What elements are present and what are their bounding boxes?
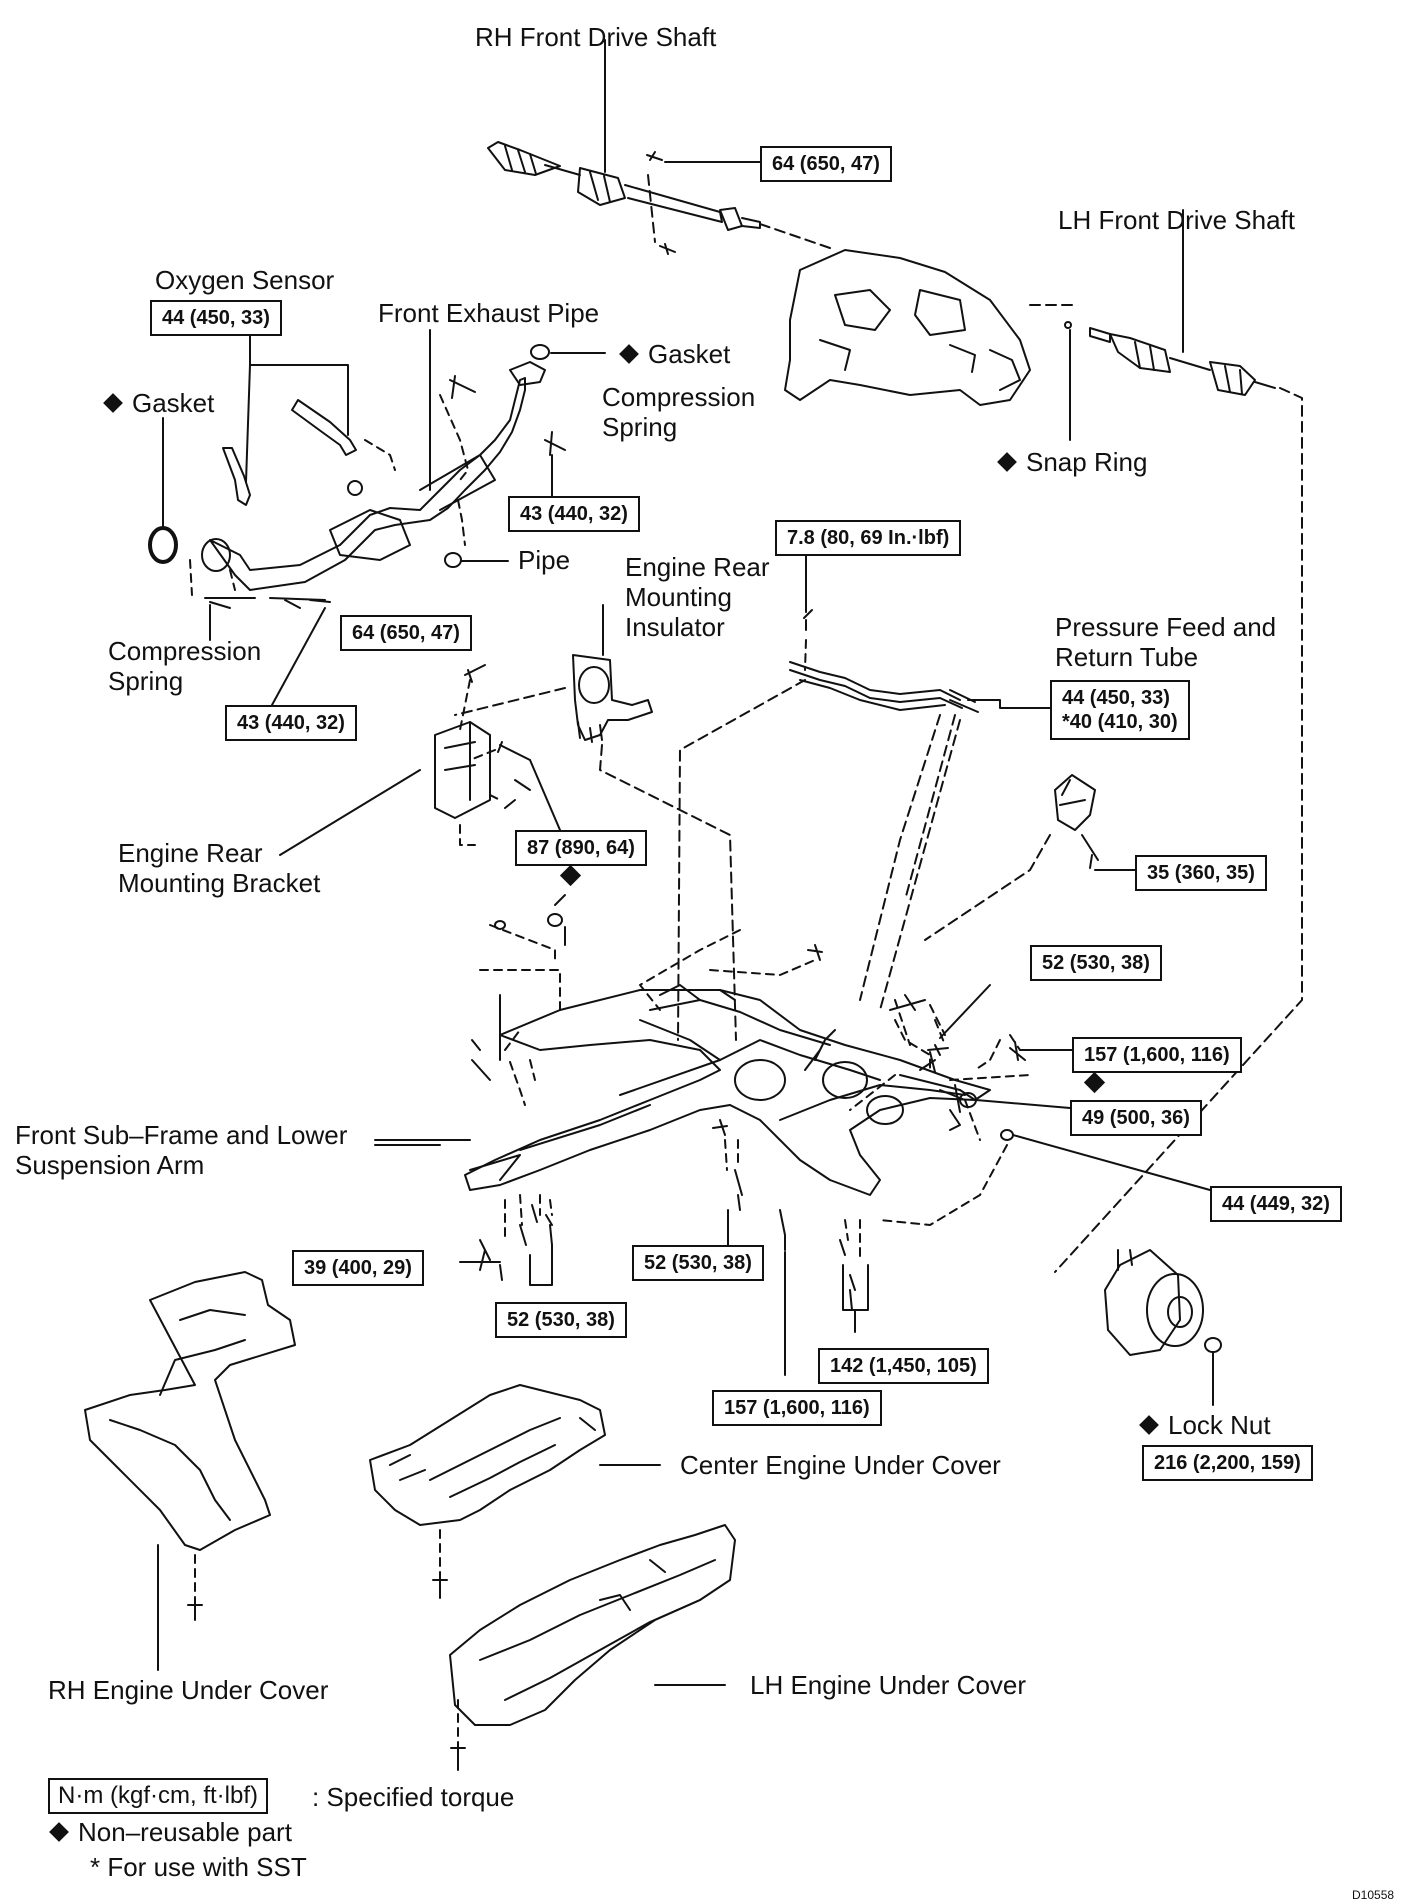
center-engine-under-cover-part (369, 1384, 606, 1526)
torque-box-49: 49 (500, 36) (1070, 1100, 1202, 1136)
steering-joint-part (1054, 774, 1096, 831)
hub-knuckle-part (1104, 1249, 1204, 1356)
torque-box-52-bottom: 52 (530, 38) (495, 1302, 627, 1338)
lock-nut-label: Lock Nut (1139, 1410, 1271, 1440)
lh-front-drive-shaft-label: LH Front Drive Shaft (1058, 205, 1295, 235)
engine-rear-mounting-insulator-label: Engine Rear Mounting Insulator (625, 552, 770, 642)
center-cover-bolt (432, 1574, 448, 1599)
rh-shaft-bolt-bottom (659, 243, 676, 255)
lock-nut-part (1204, 1337, 1222, 1353)
oxygen-sensor-part (222, 399, 357, 506)
torque-box-52-center: 52 (530, 38) (632, 1245, 764, 1281)
sub-frame-bolt-142 (839, 1239, 856, 1311)
lh-engine-under-cover-part (449, 1524, 736, 1726)
rh-engine-under-cover-label: RH Engine Under Cover (48, 1675, 329, 1705)
front-sub-frame-part (464, 984, 991, 1196)
non-reusable-icon (103, 393, 123, 414)
figure-code: D10558 (1352, 1888, 1395, 1902)
non-reusable-icon (1139, 1415, 1159, 1436)
gasket-top-text: Gasket (648, 339, 731, 369)
torque-box-157-right: 157 (1,600, 116) (1072, 1037, 1242, 1073)
exhaust-gasket-parts (148, 344, 550, 572)
rh-engine-under-cover-part (84, 1271, 296, 1551)
bracket-bolts (497, 741, 531, 809)
torque-box-35: 35 (360, 35) (1135, 855, 1267, 891)
pipe-label: Pipe (518, 545, 571, 575)
rh-shaft-bolt-top (646, 151, 663, 161)
rh-drive-shaft-part (487, 141, 761, 231)
compression-spring-left-label: Compression Spring (108, 636, 262, 696)
sub-frame-bolt-52 (927, 1044, 949, 1056)
rh-cover-bolt (187, 1599, 203, 1621)
torque-box-52-right: 52 (530, 38) (1030, 945, 1162, 981)
legend-non-reusable: Non–reusable part (49, 1817, 292, 1847)
lh-drive-shaft-part (1089, 327, 1276, 396)
sub-frame-center-bolts (712, 1119, 743, 1211)
sub-frame-right-bolt (889, 994, 926, 1011)
snap-ring-label: Snap Ring (997, 447, 1148, 477)
compression-spring-bolts (204, 597, 331, 609)
non-reusable-icon (997, 452, 1017, 473)
front-exhaust-pipe-part (209, 361, 546, 591)
pressure-feed-return-tube-label: Pressure Feed and Return Tube (1055, 612, 1277, 672)
sub-frame-bolt-157 (1009, 1041, 1026, 1061)
torque-box-44-449: 44 (449, 32) (1210, 1186, 1342, 1222)
lh-engine-under-cover-label: LH Engine Under Cover (750, 1670, 1027, 1700)
gasket-left-label: Gasket (103, 388, 215, 418)
snap-ring-text: Snap Ring (1026, 447, 1148, 477)
non-reusable-icon (619, 344, 639, 365)
sub-frame-left-bolts (471, 994, 501, 1081)
tube-bolt-78 (803, 609, 813, 631)
torque-box-43-right: 43 (440, 32) (508, 496, 640, 532)
lh-shaft-dashed-path (1054, 387, 1303, 1273)
exhaust-bolts (449, 375, 566, 506)
non-reusable-icon (49, 1822, 69, 1843)
bracket-bolt-top (464, 664, 486, 683)
engine-rear-mounting-bracket-label: Engine Rear Mounting Bracket (118, 838, 321, 898)
torque-box-64-top: 64 (650, 47) (760, 146, 892, 182)
lock-nut-text: Lock Nut (1168, 1410, 1271, 1440)
engine-rear-mounting-bracket-part (434, 721, 491, 819)
legend-sst-note: * For use with SST (90, 1852, 307, 1882)
torque-box-87: 87 (890, 64) (515, 830, 647, 866)
torque-box-44-oxygen: 44 (450, 33) (150, 300, 282, 336)
torque-box-43-left: 43 (440, 32) (225, 705, 357, 741)
torque-box-142: 142 (1,450, 105) (818, 1348, 989, 1384)
legend-unit-box: N·m (kgf·cm, ft·lbf) (48, 1778, 268, 1814)
compression-spring-top-label: Compression Spring (602, 382, 756, 442)
torque-box-78: 7.8 (80, 69 In.·lbf) (775, 520, 962, 556)
front-sub-frame-label: Front Sub–Frame and Lower Suspension Arm (15, 1120, 348, 1180)
snap-ring-part (1064, 321, 1072, 329)
center-engine-under-cover-label: Center Engine Under Cover (680, 1450, 1001, 1480)
torque-box-216: 216 (2,200, 159) (1142, 1445, 1313, 1481)
pressure-feed-return-tube-part (789, 661, 979, 713)
torque-box-39: 39 (400, 29) (292, 1250, 424, 1286)
mount-nut-part (554, 894, 566, 946)
joint-bolt-35 (1081, 834, 1099, 869)
oxygen-sensor-label: Oxygen Sensor (155, 265, 335, 295)
sub-frame-bolt-52b (919, 1051, 936, 1073)
sub-frame-top-bolt (807, 944, 823, 961)
torque-box-64-left: 64 (650, 47) (340, 615, 472, 651)
gasket-top-label: Gasket (619, 339, 731, 369)
transaxle-part (784, 249, 1031, 406)
lh-cover-bolt (450, 1744, 466, 1771)
legend-non-reusable-text: Non–reusable part (78, 1817, 292, 1847)
engine-rear-mounting-insulator-part (572, 654, 653, 743)
torque-box-44-tube: 44 (450, 33) *40 (410, 30) (1050, 680, 1190, 740)
rh-front-drive-shaft-label: RH Front Drive Shaft (475, 22, 717, 52)
gasket-left-text: Gasket (132, 388, 215, 418)
legend-unit-text: : Specified torque (312, 1782, 515, 1812)
sub-frame-bolt-157-lower (779, 1209, 786, 1251)
front-exhaust-pipe-label: Front Exhaust Pipe (378, 298, 600, 328)
sub-frame-lower-bolts (479, 1204, 553, 1281)
oxygen-sensor-leader (249, 319, 349, 436)
torque-box-157-bottom: 157 (1,600, 116) (712, 1390, 882, 1426)
